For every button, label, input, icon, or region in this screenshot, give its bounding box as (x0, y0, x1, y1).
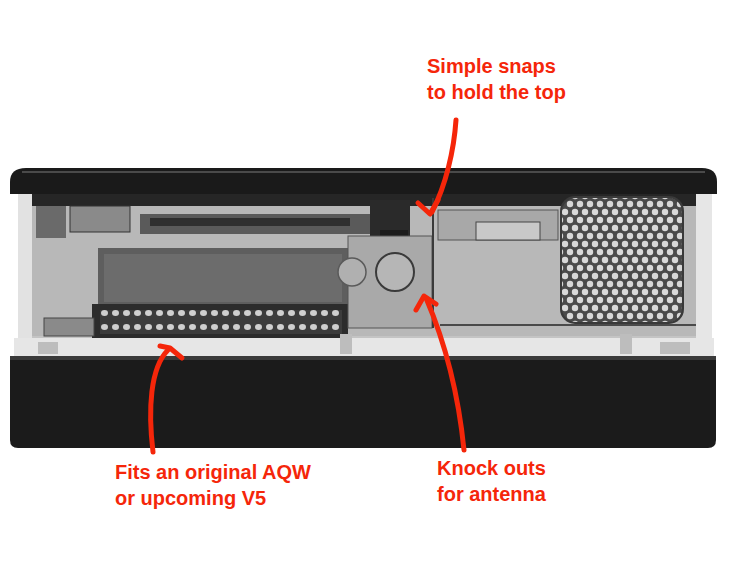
callout-label: Knock outs for antenna (437, 455, 563, 507)
callout-label: Fits an original AQW or upcoming V5 (115, 459, 327, 511)
callout-label: Simple snaps to hold the top (427, 53, 575, 105)
